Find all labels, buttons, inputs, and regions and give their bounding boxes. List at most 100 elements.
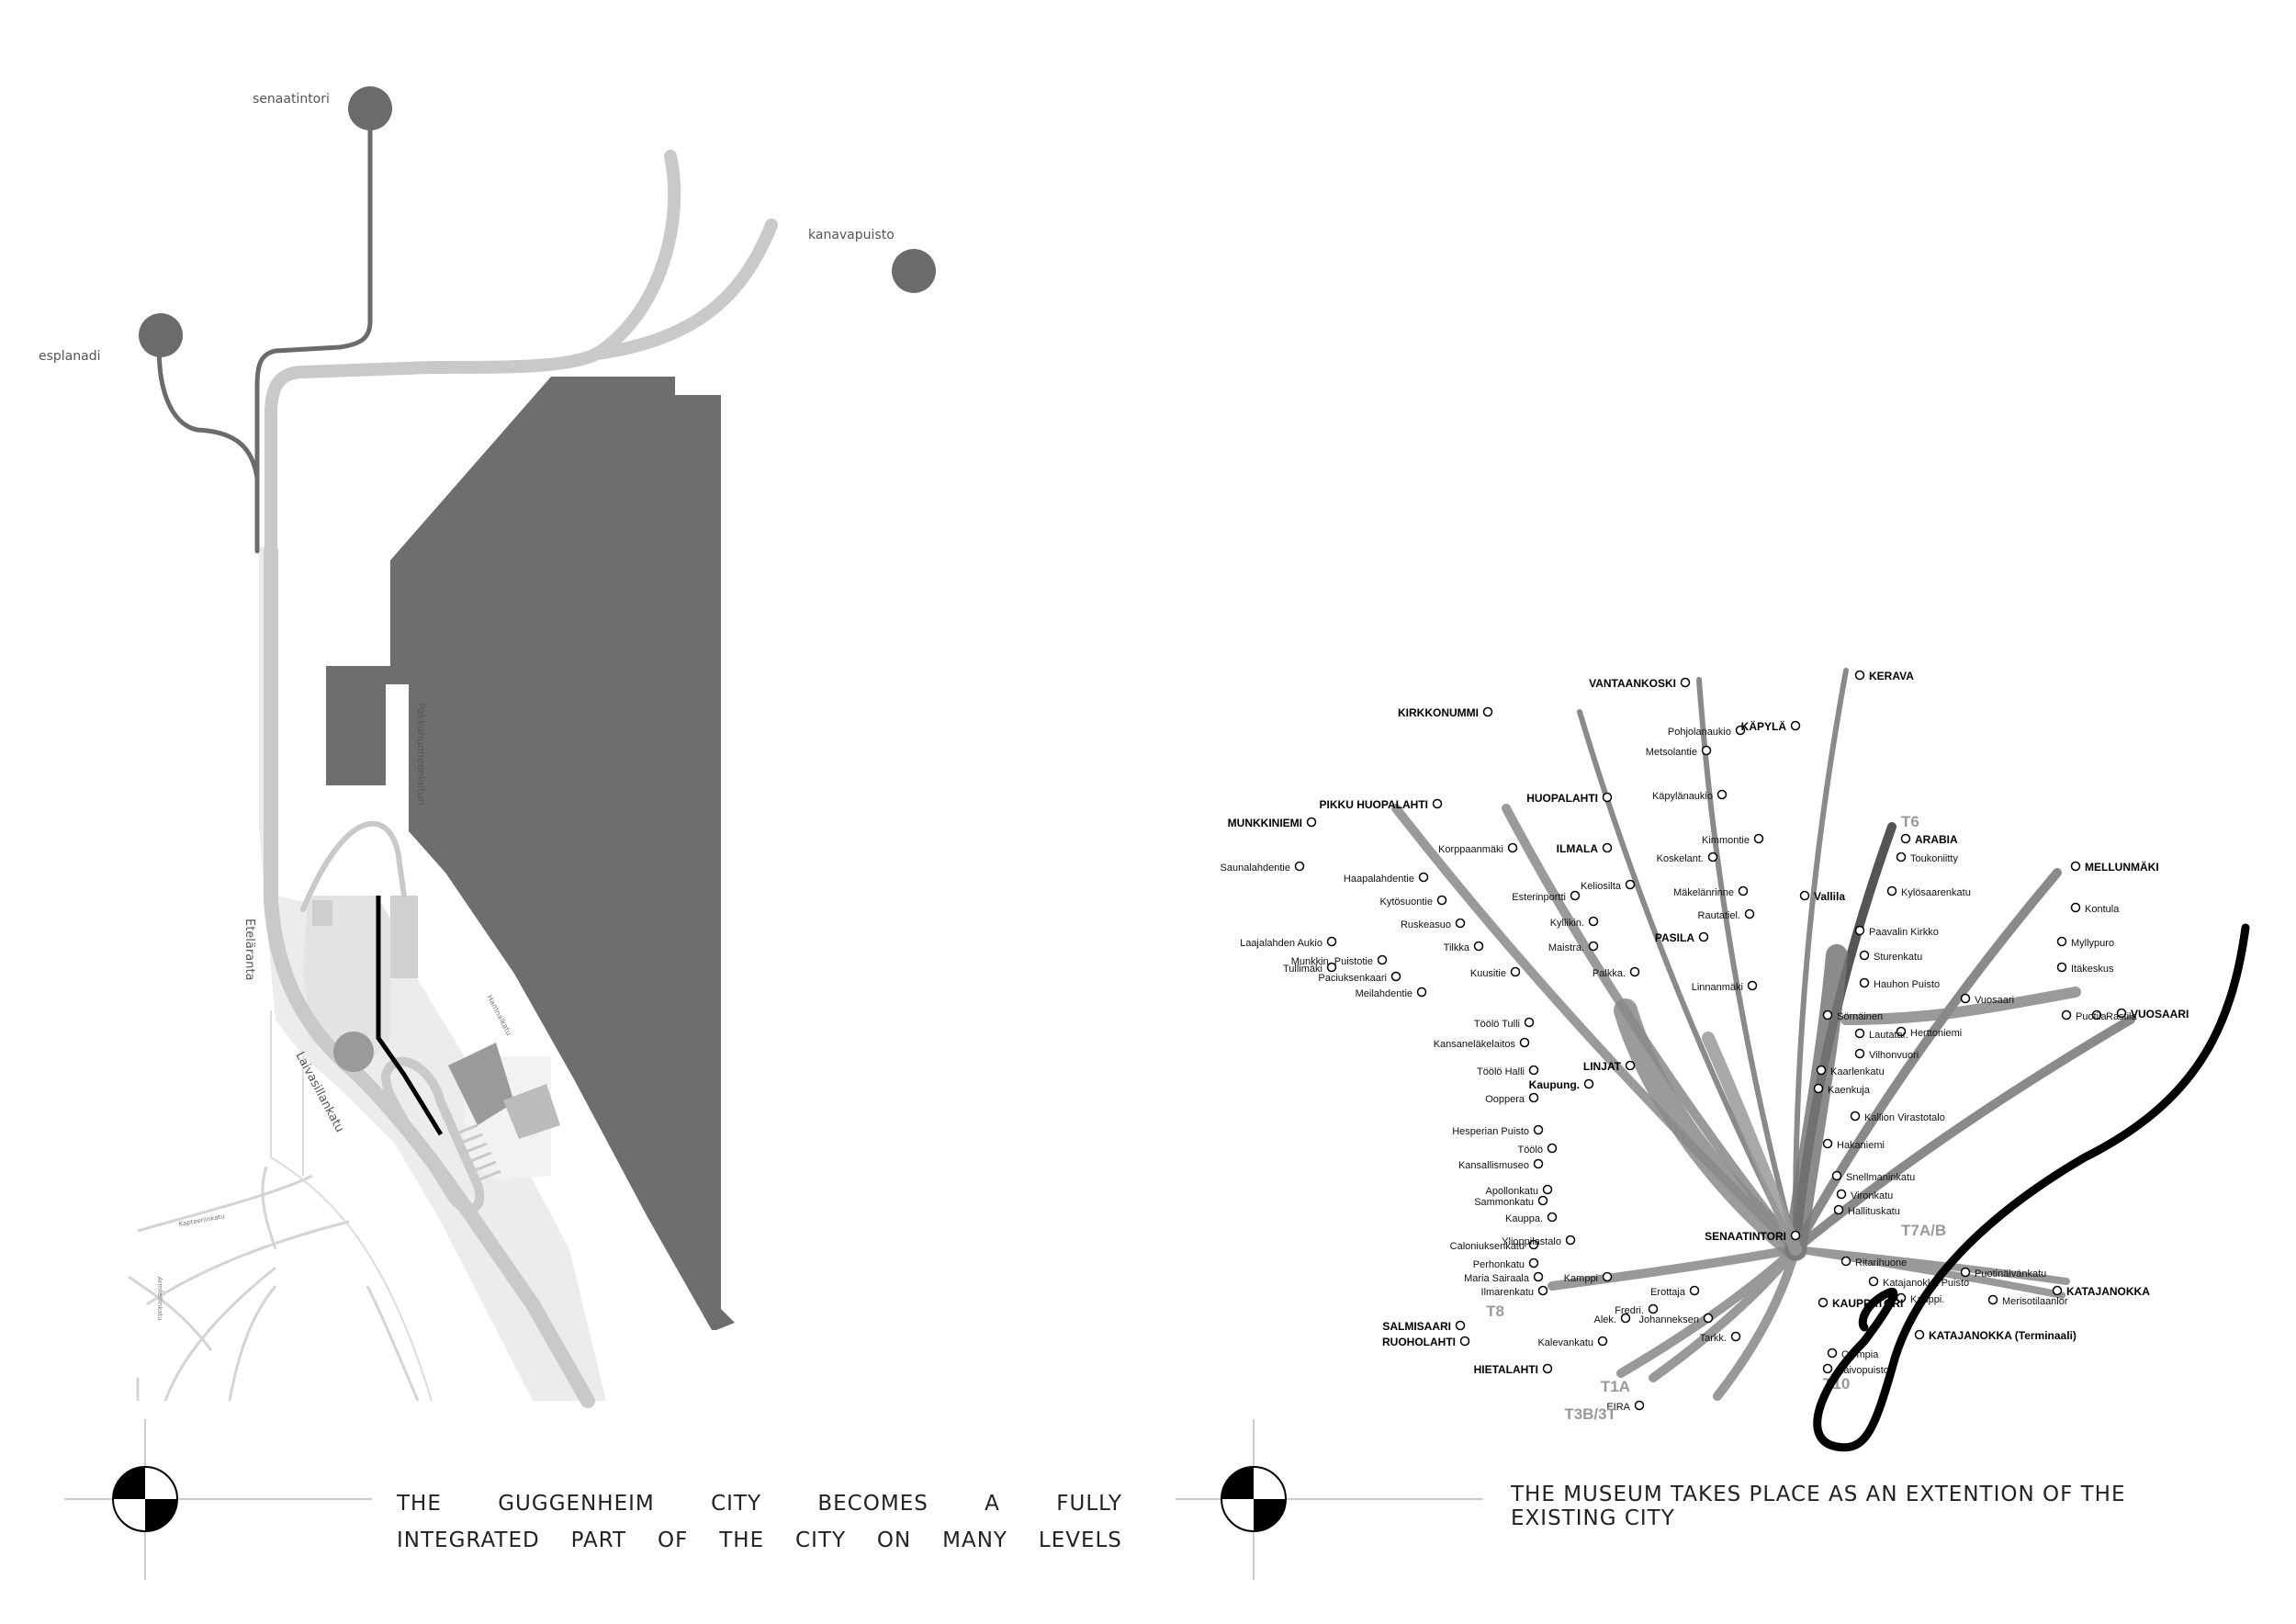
transit-stop-label: SENAATINTORI — [1705, 1230, 1786, 1243]
transit-stop-marker — [1701, 745, 1712, 756]
transit-stop-marker — [1620, 1313, 1631, 1324]
street-kapteeninkatu: Kapteeninkatu — [178, 1212, 225, 1228]
transit-stop-marker — [1528, 1239, 1539, 1250]
transit-map: VANTAANKOSKIKERAVAKIRKKONUMMIPohjolanauk… — [1221, 668, 2250, 1452]
transit-stop-label: Paciuksenkaari — [1318, 973, 1387, 984]
transit-stop-label: PIKKU HUOPALAHTI — [1320, 798, 1428, 811]
transit-stop-marker — [1390, 971, 1401, 982]
coastal-road — [264, 544, 595, 1408]
transit-stop-marker — [1436, 895, 1447, 906]
transit-stop-marker — [2070, 861, 2081, 872]
transit-stop-label: Kontula — [2085, 904, 2120, 915]
transit-stop-marker — [1629, 966, 1640, 977]
transit-stop-marker — [2052, 1285, 2063, 1296]
caption-word: CITY — [795, 1528, 846, 1552]
transit-stop-label: Ylioppilastalo — [1502, 1236, 1561, 1247]
street-hamnalkatu: Hamnalkatu — [485, 994, 513, 1037]
transit-stop-label: Metsolantie — [1646, 747, 1697, 758]
transit-stop-label: Kaivopuisto — [1837, 1365, 1889, 1376]
transit-stop-label: Paavalin Kirkko — [1869, 927, 1939, 938]
transit-stop-marker — [1432, 798, 1443, 809]
transit-stop-label: Sturenkatu — [1874, 952, 1922, 963]
terminal-block-2 — [503, 1084, 560, 1139]
street-pakkahuoneenlaituri: Pakkahuoneenlaituri — [415, 703, 427, 806]
transit-route — [1791, 868, 2062, 1254]
transit-stop-label: Itäkeskus — [2071, 964, 2114, 975]
transit-stop-label: Ilmarenkatu — [1481, 1287, 1534, 1298]
transit-stop-marker — [1799, 890, 1810, 901]
transit-stop-marker — [1602, 1271, 1613, 1282]
transit-stop-marker — [2056, 962, 2067, 973]
west-annex — [326, 666, 386, 785]
transit-stop-label: Palkka. — [1593, 968, 1626, 979]
transit-route — [1548, 1245, 1800, 1291]
caption-word: OF — [658, 1528, 689, 1552]
node-esplanadi — [139, 313, 183, 357]
transit-trunk — [1784, 944, 1848, 1260]
transit-stop-marker — [1507, 842, 1518, 853]
transit-stop-marker — [1896, 1292, 1907, 1303]
caption-right: THE MUSEUM TAKES PLACE AS AN EXTENTION O… — [1511, 1483, 2227, 1530]
transit-stop-label: HIETALAHTI — [1474, 1363, 1538, 1376]
transit-route — [1696, 677, 1798, 1252]
transit-stop-marker — [2091, 1009, 2102, 1021]
transit-stop-marker — [1537, 1285, 1548, 1296]
transit-stop-label: HUOPALAHTI — [1526, 792, 1598, 805]
transit-stop-marker — [1840, 1256, 1851, 1267]
transit-stop-label: KERAVA — [1869, 670, 1914, 682]
label-kanavapuisto: kanavapuisto — [808, 228, 895, 242]
museum-route[interactable] — [376, 896, 444, 1136]
transit-stop-label: Kuusitie — [1470, 968, 1506, 979]
road-network — [264, 150, 778, 1408]
transit-stop-label: Perhonkatu — [1473, 1259, 1525, 1270]
transit-stop-label: LINJAT — [1583, 1060, 1622, 1073]
caption-left-line-2: INTEGRATED PART OF THE CITY ON MANY LEVE… — [397, 1522, 1122, 1559]
transit-stop-label: T6 — [1901, 813, 1919, 830]
plaza-area — [303, 896, 390, 1070]
west-annex-2 — [386, 666, 409, 684]
transit-stop-marker — [1510, 966, 1521, 977]
transit-stop-label: Toukoniitty — [1910, 853, 1958, 864]
transit-labels: VANTAANKOSKIKERAVAKIRKKONUMMIPohjolanauk… — [1221, 670, 2189, 1423]
transit-stop-label: Hauhon Puisto — [1874, 979, 1940, 990]
orientation-symbol-left — [64, 1419, 372, 1580]
transit-stops — [1294, 670, 2127, 1411]
transit-stop-marker — [1473, 941, 1484, 952]
street-armfeltinkatu: Armfeltinkatu — [156, 1277, 163, 1321]
transit-stop-marker — [1583, 1078, 1594, 1089]
transit-stop-marker — [1680, 677, 1691, 688]
transit-stop-marker — [1859, 977, 1870, 988]
transit-stop-marker — [1418, 872, 1429, 883]
museum-extension-loop[interactable] — [1813, 923, 2250, 1452]
transit-stop-marker — [1707, 851, 1718, 863]
transit-stop-marker — [1822, 1138, 1833, 1149]
park-paths — [128, 1166, 420, 1402]
pier-structure-2 — [312, 900, 332, 926]
transit-stop-label: Vallila — [1814, 890, 1845, 903]
transit-stop-label: ARABIA — [1915, 833, 1958, 846]
transit-stop-marker — [2056, 936, 2067, 947]
north-building-a — [595, 377, 698, 427]
transit-stop-label: Tilkka — [1444, 942, 1470, 953]
transit-stop-label: Korppaanmäki — [1438, 844, 1503, 855]
transit-stop-label: Munkkin. Puistotie — [1291, 956, 1373, 967]
transit-stop-marker — [1689, 1285, 1700, 1296]
transit-stop-label: KIRKKONUMMI — [1398, 706, 1479, 719]
transit-stop-label: Maistra. — [1548, 942, 1584, 953]
transit-stop-marker — [1790, 720, 1801, 731]
transit-stop-marker — [1533, 1158, 1544, 1169]
caption-word: LEVELS — [1038, 1528, 1122, 1552]
transit-stop-label: Sammonkatu — [1474, 1197, 1534, 1208]
transit-stop-marker — [2070, 902, 2081, 913]
transit-stop-label: KÄPYLÄ — [1741, 719, 1787, 733]
transit-stop-marker — [1542, 1363, 1553, 1374]
caption-word: CITY — [711, 1492, 762, 1516]
transit-stop-marker — [1326, 962, 1337, 973]
transit-stop-marker — [1850, 1111, 1861, 1122]
transit-stop-marker — [1703, 1313, 1714, 1324]
transit-stop-marker — [1565, 1235, 1576, 1246]
transit-stop-label: Vuosaari — [1975, 995, 2014, 1006]
transit-stop-marker — [1896, 851, 1907, 863]
transit-stop-marker — [1827, 1348, 1838, 1359]
transit-stop-label: Hesperian Puisto — [1452, 1126, 1529, 1137]
